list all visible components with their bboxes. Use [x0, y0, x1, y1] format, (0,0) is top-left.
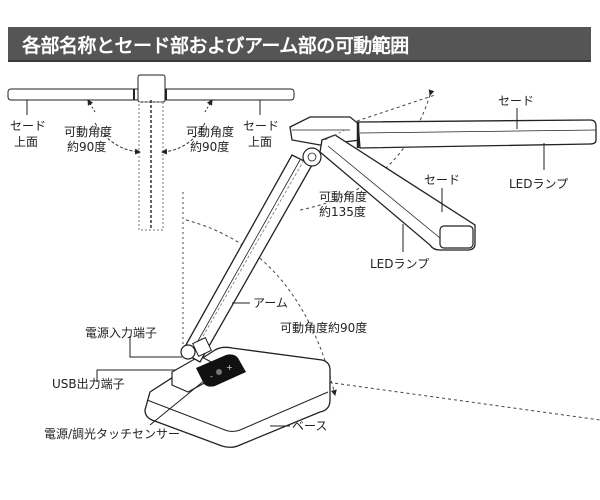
- lowered-shade-end: [439, 225, 474, 249]
- side-view: - +: [96, 89, 600, 448]
- led-mid-label: LEDランプ: [370, 257, 429, 271]
- sensor-minus: -: [210, 372, 213, 381]
- arm-angle-label: 可動角度約90度: [280, 320, 367, 335]
- top-right-shade-label: セード: [243, 119, 279, 133]
- base-label: ベース: [292, 419, 327, 433]
- sensor-plus: +: [226, 363, 233, 372]
- top-view: [7, 74, 295, 231]
- shade-top-label: セード: [498, 94, 534, 108]
- shade-mid-label: セード: [424, 173, 460, 187]
- top-left-shade-label: セード: [10, 119, 46, 133]
- head-angle-value: 約135度: [319, 204, 366, 219]
- power-input-label: 電源入力端子: [85, 326, 157, 340]
- led-top-label: LEDランプ: [509, 177, 568, 191]
- top-shade: [357, 119, 597, 149]
- page-title: 各部名称とセード部およびアーム部の可動範囲: [22, 35, 409, 57]
- top-right-angle-label: 可動角度: [186, 124, 234, 139]
- power-icon: [216, 369, 222, 375]
- top-right-angle-value: 約90度: [190, 139, 229, 154]
- usb-output-label: USB出力端子: [52, 377, 125, 391]
- arm-base-joint: [180, 344, 196, 360]
- top-right-shade-sublabel: 上面: [248, 135, 272, 149]
- right-angle-arrow: [161, 122, 206, 155]
- arm-label: アーム: [253, 296, 288, 310]
- top-left-angle-value: 約90度: [67, 139, 106, 154]
- touch-sensor-label: 電源/調光タッチセンサー: [44, 427, 180, 441]
- top-left-shade-sublabel: 上面: [14, 135, 38, 149]
- lowered-shade: [319, 134, 476, 251]
- top-hinge-block: [137, 74, 166, 103]
- title-bar: 各部名称とセード部およびアーム部の可動範囲: [8, 27, 591, 62]
- head-angle-label: 可動角度: [319, 189, 367, 204]
- left-angle-arrow: [94, 122, 141, 155]
- top-left-angle-label: 可動角度: [64, 124, 112, 139]
